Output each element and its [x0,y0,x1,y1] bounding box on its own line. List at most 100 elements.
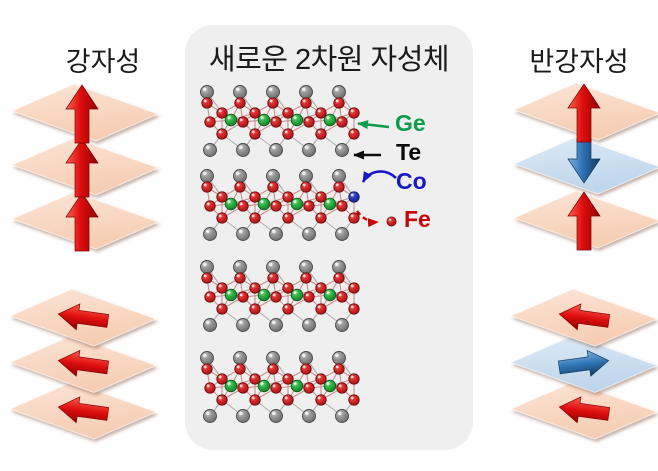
red-atom [336,382,348,394]
gray-atom [269,318,283,332]
red-atom [303,291,315,303]
antiferromagnetism-title: 반강자성 [529,47,629,77]
red-atom [300,272,312,284]
red-atom [234,272,246,284]
red-atom [282,373,294,385]
gray-atom [302,143,316,157]
red-atom [267,363,279,375]
red-atom [336,200,348,212]
red-atom [282,212,294,224]
atoms-group [200,85,360,157]
red-atom [249,282,261,294]
red-atom [315,303,327,315]
red-atom [348,303,360,315]
red-atom [216,373,228,385]
red-atom [315,191,327,203]
ferromagnet-out-of-plane [10,83,160,252]
gray-atom [203,227,217,241]
red-atom [270,291,282,303]
red-atom [216,191,228,203]
gray-atom [332,169,346,183]
red-atom [249,373,261,385]
gray-atom [335,227,349,241]
co-pointer-arrow [361,170,397,183]
green-atom [257,288,271,302]
red-atom [204,382,216,394]
green-atom [290,288,304,302]
gray-atom [299,85,313,99]
red-atom [234,363,246,375]
magnetization-arrow-left [558,396,611,424]
gray-atom [236,318,250,332]
red-atom [348,394,360,406]
magnetization-arrow-left [558,303,611,331]
gray-atom [236,227,250,241]
green-atom [323,113,337,127]
red-atom [282,303,294,315]
gray-atom [203,409,217,423]
red-atom [201,97,213,109]
red-atom [303,382,315,394]
red-atom [282,191,294,203]
red-atom [300,363,312,375]
red-atom [204,200,216,212]
red-atom [267,181,279,193]
red-atom [249,394,261,406]
red-atom [249,212,261,224]
gray-atom [203,143,217,157]
red-atom [237,200,249,212]
gray-atom [299,169,313,183]
gray-atom [269,227,283,241]
gray-atom [335,318,349,332]
red-atom [300,181,312,193]
red-atom [333,363,345,375]
gray-atom [332,351,346,365]
gray-atom [266,169,280,183]
red-atom [237,291,249,303]
co-dopant-atom [348,191,360,203]
red-atom [282,394,294,406]
gray-atom [332,260,346,274]
gray-atom [302,409,316,423]
red-atom [348,128,360,140]
red-atom [270,116,282,128]
gray-atom [266,85,280,99]
red-atom [201,272,213,284]
red-atom [234,97,246,109]
red-atom [249,107,261,119]
gray-atom [236,409,250,423]
red-atom [315,212,327,224]
antiferromagnet-in-plane [509,288,658,440]
red-atom [249,191,261,203]
magnetization-arrow-up [65,84,99,144]
magnetization-arrow-left [57,303,110,331]
legend-label-te: Te [396,139,422,165]
red-atom [201,181,213,193]
gray-atom [236,143,250,157]
gray-atom [233,169,247,183]
green-atom [323,197,337,211]
red-atom [270,382,282,394]
red-atom [237,116,249,128]
fe-pointer-arrow [356,210,379,228]
red-atom [249,128,261,140]
gray-atom [203,318,217,332]
red-atom [315,282,327,294]
red-atom [234,181,246,193]
red-atom [333,272,345,284]
ferromagnet-in-plane [8,288,158,440]
magnetization-arrow-up [65,192,99,252]
green-atom [224,113,238,127]
magnetization-arrow-left [57,349,110,377]
green-atom [257,379,271,393]
ge-pointer-arrow [357,120,390,130]
red-atom [204,291,216,303]
ferromagnetism-title: 강자성 [65,47,141,77]
red-atom [216,394,228,406]
red-atom [270,200,282,212]
red-atom [336,116,348,128]
gray-atom [233,260,247,274]
red-atom [282,128,294,140]
